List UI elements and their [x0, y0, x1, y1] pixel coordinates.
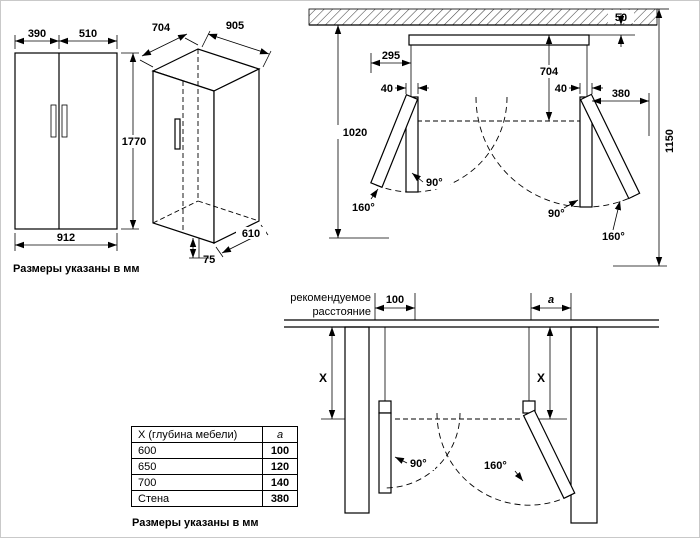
dim-depth-top-view: 704 [534, 35, 564, 121]
dim-gap-left: 100 [374, 293, 416, 320]
dim-704: 704 [540, 66, 559, 78]
angle-right-90: 90° [548, 208, 565, 220]
right-cabinet [570, 326, 598, 524]
right-door-handle [61, 104, 68, 138]
dim-x-left: X [319, 371, 327, 385]
table-cell-depth: 650 [131, 458, 263, 475]
table-row: 650 120 [131, 458, 298, 475]
iso-view: 704 905 610 75 [139, 20, 272, 266]
dim-gap-right: a [530, 293, 572, 320]
dim-1020: 1020 [343, 127, 367, 139]
note-line2: расстояние [312, 306, 371, 318]
dim-1150: 1150 [664, 129, 676, 153]
fridge-back-top-view [408, 34, 590, 46]
dim-40-left: 40 [381, 83, 393, 95]
top-view: 50 295 704 40 40 [308, 8, 676, 267]
dim-left-door-width: 390 [28, 28, 46, 40]
iso-door-handle [174, 118, 181, 150]
dim-total-depth: 1020 [329, 25, 389, 239]
table-header-depth: X (глубина мебели) [131, 426, 263, 443]
table-row: 700 140 [131, 474, 298, 491]
angle-labels-builtin: 90° 160° [394, 456, 524, 482]
left-door-handle [50, 104, 57, 138]
dim-wall-gap: 50 [589, 10, 635, 47]
angle-90-builtin: 90° [410, 458, 427, 470]
right-swing-arc-builtin [436, 412, 570, 506]
dim-iso-diagonal: 905 [201, 20, 272, 68]
table-cell-a: 100 [262, 442, 298, 459]
builtin-view: рекомендуемое расстояние 100 a [284, 292, 659, 524]
dim-depth-left: X [319, 327, 345, 420]
right-door-open-160-builtin [522, 409, 576, 500]
angle-left-160: 160° [352, 202, 375, 214]
table-cell-a: 120 [262, 458, 298, 475]
dim-front-bottom: 912 [14, 232, 118, 251]
dim-40-right: 40 [555, 83, 567, 95]
right-door-swing-arc [475, 96, 635, 208]
caption-dimensions-bottom: Размеры указаны в мм [132, 517, 259, 529]
dim-total-width: 912 [57, 232, 75, 244]
dim-door-thickness-left: 40 [381, 83, 429, 95]
dim-gap-50: 50 [615, 12, 627, 24]
angle-left-90: 90° [426, 177, 443, 189]
dim-a: a [548, 294, 554, 306]
dim-right-door-width: 510 [79, 28, 97, 40]
dim-front-height: 1770 [120, 52, 149, 230]
dim-100: 100 [386, 294, 404, 306]
left-cabinet [344, 326, 370, 514]
table-row: 600 100 [131, 442, 298, 459]
wall-hatch [308, 8, 658, 26]
dim-diagonal-905: 905 [226, 20, 244, 32]
note-line1: рекомендуемое [290, 292, 371, 304]
angle-labels-top-view: 90° 160° 90° 160° [349, 172, 633, 243]
dim-bottom-610: 610 [242, 228, 260, 240]
dim-iso-bottom: 610 [215, 224, 269, 258]
iso-side-face [213, 68, 260, 244]
caption-dimensions-top: Размеры указаны в мм [13, 263, 140, 275]
table-header-row: X (глубина мебели) a [131, 426, 298, 443]
fridge-front-outline [14, 52, 118, 230]
table-cell-a: 380 [262, 490, 298, 507]
dim-foot-75: 75 [203, 254, 215, 266]
left-door-open-90-builtin [378, 412, 392, 494]
dim-x-right: X [537, 371, 545, 385]
table-cell-depth: 700 [131, 474, 263, 491]
dim-380: 380 [612, 88, 630, 100]
left-swing-arc-builtin [384, 412, 461, 489]
angle-right-160: 160° [602, 231, 625, 243]
dim-front-top: 390 510 [14, 28, 118, 49]
dim-total-right: 1150 [613, 8, 676, 267]
dim-door-thickness-right: 40 [555, 83, 603, 95]
dim-295: 295 [382, 50, 400, 62]
iso-front-face [152, 70, 215, 244]
left-hinge-block [378, 400, 392, 414]
left-door-swing-arc [375, 96, 508, 193]
clearance-table: X (глубина мебели) a 600 100 650 120 700… [131, 426, 298, 507]
dim-depth-704: 704 [152, 22, 171, 34]
dim-iso-depth: 704 [139, 22, 199, 68]
dim-height: 1770 [122, 136, 146, 148]
table-cell-a: 140 [262, 474, 298, 491]
dim-iso-foot: 75 [189, 238, 215, 266]
front-view: 390 510 1770 912 [14, 28, 149, 251]
table-cell-depth: 600 [131, 442, 263, 459]
dim-left-clearance: 295 [370, 50, 411, 73]
table-cell-depth: Стена [131, 490, 263, 507]
table-row: Стена 380 [131, 490, 298, 507]
table-header-a: a [262, 426, 298, 443]
angle-160-builtin: 160° [484, 460, 507, 472]
dim-right-clearance: 380 [592, 88, 650, 136]
dim-depth-right: X [537, 327, 567, 420]
right-door-open-160 [579, 93, 641, 200]
